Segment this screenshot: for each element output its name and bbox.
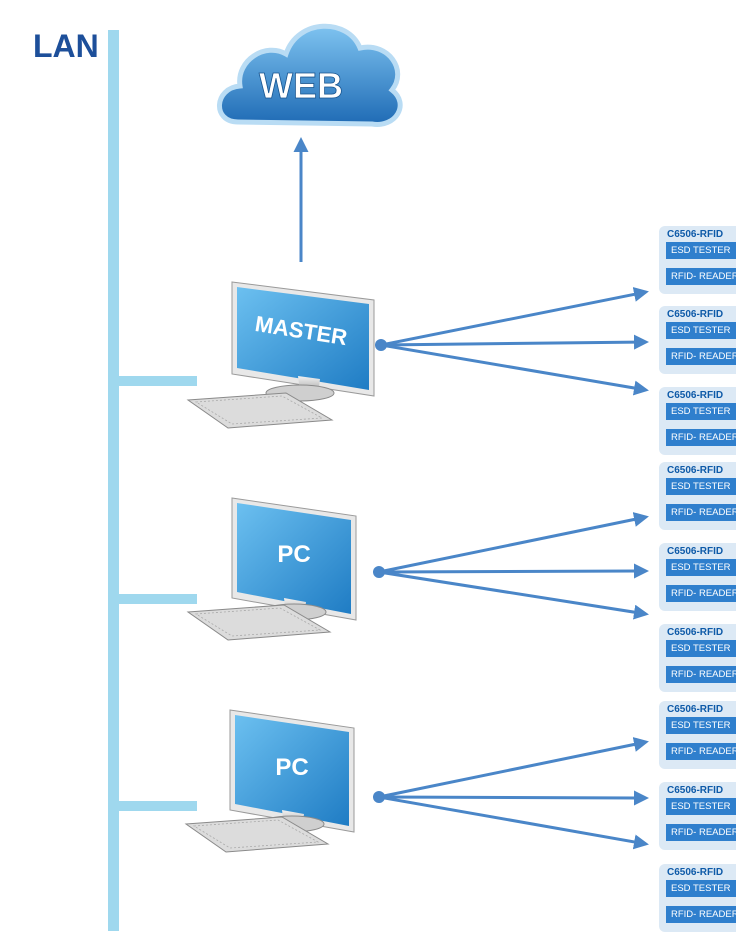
web-label: WEB [259,65,343,106]
device-rfid-reader: RFID- READER [666,666,736,683]
link-arrow [378,512,649,574]
device-rfid-reader: RFID- READER [666,504,736,521]
device-card: C6506-RFID ESD TESTER RFID- READER [659,701,736,769]
device-card: C6506-RFID ESD TESTER RFID- READER [659,543,736,611]
master-computer: MASTER [186,281,375,429]
device-esd-tester: ESD TESTER [666,242,736,259]
lan-branch-pc-2 [119,801,197,811]
device-rfid-reader: RFID- READER [666,824,736,841]
device-links [373,286,649,850]
device-card: C6506-RFID ESD TESTER RFID- READER [659,624,736,692]
device-esd-tester: ESD TESTER [666,717,736,734]
lan-branch-pc-1 [119,594,197,604]
pc-computer-1: PC [186,497,357,641]
link-arrow [378,570,649,620]
link-arrow [380,286,649,347]
device-rfid-reader: RFID- READER [666,906,736,923]
device-esd-tester: ESD TESTER [666,880,736,897]
device-model: C6506-RFID [667,627,724,638]
device-model: C6506-RFID [667,229,724,240]
device-card: C6506-RFID ESD TESTER RFID- READER [659,226,736,294]
device-model: C6506-RFID [667,785,724,796]
lan-bus [108,30,119,931]
computer-label-pc-1: PC [277,541,310,568]
device-card: C6506-RFID ESD TESTER RFID- READER [659,782,736,850]
device-rfid-reader: RFID- READER [666,585,736,602]
device-model: C6506-RFID [667,390,724,401]
keyboard-icon [186,604,332,641]
device-model: C6506-RFID [667,546,724,557]
device-esd-tester: ESD TESTER [666,640,736,657]
device-esd-tester: ESD TESTER [666,403,736,420]
device-esd-tester: ESD TESTER [666,798,736,815]
link-hub [373,791,385,803]
link-arrow [378,795,649,850]
device-card: C6506-RFID ESD TESTER RFID- READER [659,387,736,455]
device-model: C6506-RFID [667,704,724,715]
pc-computer-2: PC [184,709,355,853]
link-arrow [380,334,649,350]
device-rfid-reader: RFID- READER [666,268,736,285]
link-arrow [380,343,649,396]
lan-branch-master [119,376,197,386]
keyboard-icon [186,392,334,429]
link-hub [375,339,387,351]
device-card: C6506-RFID ESD TESTER RFID- READER [659,306,736,374]
link-hub [373,566,385,578]
link-arrow [378,790,649,806]
device-model: C6506-RFID [667,309,724,320]
device-model: C6506-RFID [667,465,724,476]
keyboard-icon [184,816,330,853]
link-arrow [378,737,649,799]
device-esd-tester: ESD TESTER [666,322,736,339]
device-rfid-reader: RFID- READER [666,429,736,446]
device-esd-tester: ESD TESTER [666,478,736,495]
device-rfid-reader: RFID- READER [666,743,736,760]
link-arrow [378,563,649,579]
device-esd-tester: ESD TESTER [666,559,736,576]
device-model: C6506-RFID [667,867,724,878]
lan-label: LAN [33,28,99,64]
cloud-icon: WEB [217,23,403,127]
computer-label-pc-2: PC [275,754,308,781]
device-card: C6506-RFID ESD TESTER RFID- READER [659,864,736,932]
device-rfid-reader: RFID- READER [666,348,736,365]
device-card: C6506-RFID ESD TESTER RFID- READER [659,462,736,530]
